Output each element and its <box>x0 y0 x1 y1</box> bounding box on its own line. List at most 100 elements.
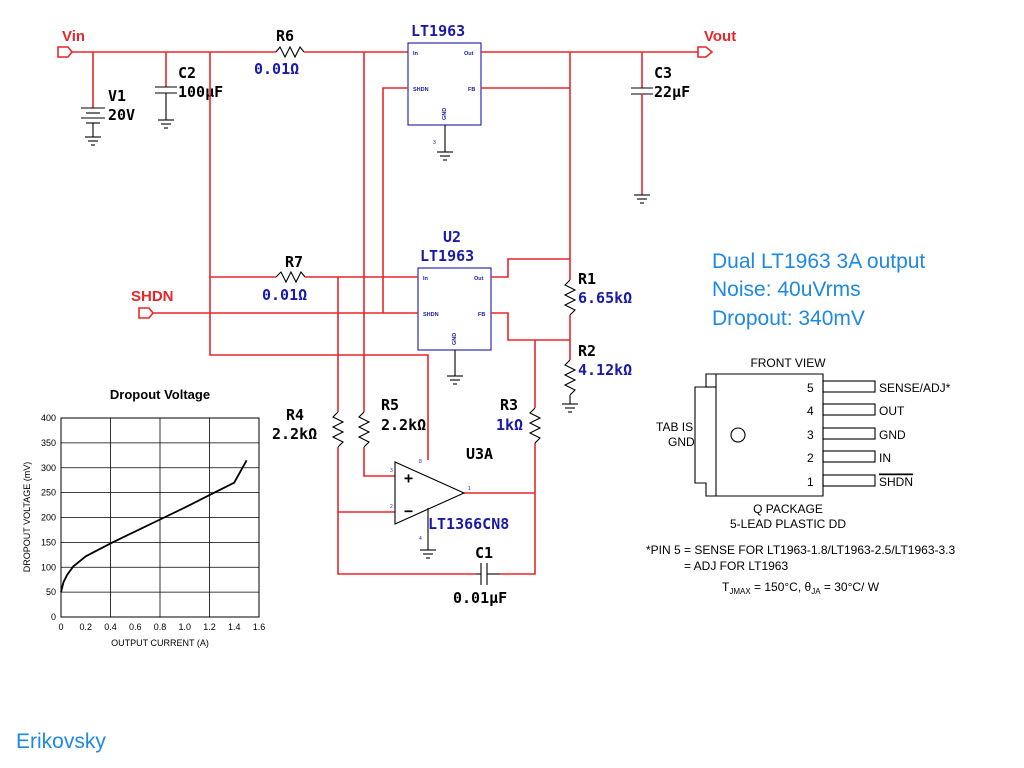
u1-pin-in: In <box>413 51 419 57</box>
package-drawing: FRONT VIEW <box>694 356 913 497</box>
chart-xtick-label: 0 <box>58 622 63 632</box>
u1-pin-fb: FB <box>468 87 475 93</box>
u3a-minus: − <box>404 502 413 520</box>
chart-xtick-label: 1.6 <box>253 622 266 632</box>
u2-part: LT1963 <box>420 247 474 265</box>
u1-shdn-wire <box>382 87 408 313</box>
chart-xtick-label: 1.0 <box>178 622 191 632</box>
chart-xlabel: OUTPUT CURRENT (A) <box>111 638 209 648</box>
v1-ref: V1 <box>108 87 126 105</box>
u2-pin-out: Out <box>474 276 484 282</box>
chart-series-line <box>60 459 248 593</box>
package-pin-name: SHDN <box>879 475 913 489</box>
package-pin-name: OUT <box>879 404 905 418</box>
r2-resistor <box>562 359 578 413</box>
chart-ytick-label: 300 <box>41 463 56 473</box>
r1-value: 6.65kΩ <box>578 289 632 307</box>
u2-ref: U2 <box>443 228 461 246</box>
r7-value: 0.01Ω <box>262 286 307 304</box>
u3a-pin3: 3 <box>390 468 393 474</box>
r5-value: 2.2kΩ <box>381 416 426 434</box>
u2-pin-fb: FB <box>478 312 485 318</box>
u3a-pin1: 1 <box>468 486 471 492</box>
u3a-pin8: 8 <box>419 459 422 465</box>
vin-label: Vin <box>62 28 85 45</box>
r6-value: 0.01Ω <box>254 60 299 78</box>
u1-pin-out: Out <box>464 51 474 57</box>
package-footnote2: = ADJ FOR LT1963 <box>684 559 788 573</box>
u1-part: LT1963 <box>411 22 465 40</box>
chart-title: Dropout Voltage <box>110 387 210 402</box>
u2-pin-gnd: GND <box>452 333 458 345</box>
chart-ytick-label: 400 <box>41 413 56 423</box>
package-pin-name: GND <box>879 428 906 442</box>
package-pin-num: 1 <box>807 475 814 489</box>
r5-ref: R5 <box>381 396 399 414</box>
r3-resistor <box>528 407 542 444</box>
package-footnote1: *PIN 5 = SENSE FOR LT1963-1.8/LT1963-2.5… <box>646 543 955 557</box>
package-pin-num: 4 <box>807 404 814 418</box>
r7-resistor <box>275 270 306 284</box>
c2-ref: C2 <box>178 64 196 82</box>
package-tab-line2: GND <box>668 435 695 449</box>
chart-xtick-label: 0.2 <box>79 622 92 632</box>
u2-pin-shdn: SHDN <box>423 312 439 318</box>
chart-ytick-label: 150 <box>41 537 56 547</box>
c2-capacitor <box>155 86 177 129</box>
vin-port <box>57 46 74 58</box>
v1-value: 20V <box>108 106 135 124</box>
package-caption1: Q PACKAGE <box>753 502 823 516</box>
c3-capacitor <box>631 87 653 95</box>
c2-value: 100µF <box>178 83 223 101</box>
chart-ylabel: DROPOUT VOLTAGE (mV) <box>22 462 32 573</box>
r3-value: 1kΩ <box>496 416 523 434</box>
package-thermal: TJMAX = 150°C, θJA = 30°C/ W <box>722 580 880 596</box>
r4-ref: R4 <box>286 406 304 424</box>
r4-value: 2.2kΩ <box>272 425 317 443</box>
chart-xtick-label: 0.8 <box>154 622 167 632</box>
c3-ref: C3 <box>654 64 672 82</box>
package-front-view: FRONT VIEW <box>750 356 826 370</box>
r3-ref: R3 <box>500 396 518 414</box>
r5-to-plus-wire <box>363 447 395 477</box>
vout-port <box>697 46 714 58</box>
chart-xtick-label: 1.2 <box>203 622 216 632</box>
package-caption2: 5-LEAD PLASTIC DD <box>730 517 846 531</box>
r4-resistor <box>331 411 345 448</box>
u2-out-wire <box>491 258 570 278</box>
u1-pin-gnd-num: 3 <box>433 140 436 146</box>
chart-xtick-label: 0.4 <box>104 622 117 632</box>
package-tab-line1: TAB IS <box>656 420 693 434</box>
chart-ytick-label: 50 <box>46 587 56 597</box>
c3-ground <box>634 194 650 204</box>
note-line2: Noise: 40uVrms <box>712 278 861 301</box>
r1-resistor <box>563 279 577 316</box>
package-pin-name: SENSE/ADJ* <box>879 381 951 395</box>
u1-regulator <box>407 42 482 126</box>
r2-value: 4.12kΩ <box>578 361 632 379</box>
u1-ground <box>437 125 453 161</box>
u1-pin-gnd: GND <box>442 108 448 120</box>
dropout-chart: Dropout Voltage OUTPUT CURRENT (A) DROPO… <box>22 387 265 648</box>
shdn-label: SHDN <box>131 288 174 305</box>
chart-xtick-label: 1.4 <box>228 622 241 632</box>
u3a-pin2: 2 <box>390 504 393 510</box>
shdn-port <box>138 307 155 319</box>
u2-fb-wire <box>491 312 570 341</box>
u3a-opamp <box>394 461 466 559</box>
c3-value: 22µF <box>654 83 690 101</box>
r5-resistor <box>357 411 371 448</box>
note-line1: Dual LT1963 3A output <box>712 250 925 273</box>
u2-pin-in: In <box>423 276 429 282</box>
chart-frame <box>60 417 260 618</box>
r1-ref: R1 <box>578 270 596 288</box>
chart-ytick-label: 250 <box>41 488 56 498</box>
package-pin-name: IN <box>879 451 891 465</box>
chart-ytick-label: 0 <box>51 612 56 622</box>
r2-ref: R2 <box>578 342 596 360</box>
package-pin-num: 3 <box>807 428 814 442</box>
note-line3: Dropout: 340mV <box>712 307 865 330</box>
package-pin-num: 2 <box>807 451 814 465</box>
chart-ytick-label: 350 <box>41 438 56 448</box>
